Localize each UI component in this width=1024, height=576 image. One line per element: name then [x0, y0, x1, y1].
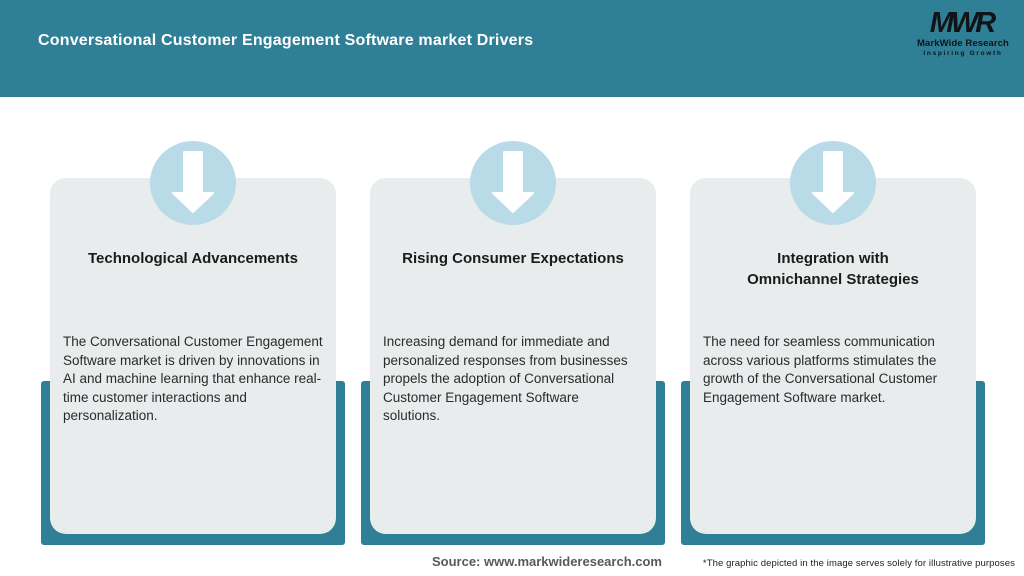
driver-card-title-line: Omnichannel Strategies [747, 271, 919, 288]
driver-card: Integration with Omnichannel Strategies … [690, 178, 976, 534]
driver-card-title: Integration with Omnichannel Strategies [690, 248, 976, 290]
page-title: Conversational Customer Engagement Softw… [38, 32, 534, 49]
logo-acronym-icon: MWR [929, 7, 996, 39]
logo-tagline: Inspiring Growth [923, 50, 1003, 57]
driver-card-title: Rising Consumer Expectations [370, 248, 656, 269]
driver-column-2: Rising Consumer Expectations Increasing … [353, 0, 673, 576]
down-arrow-badge [470, 141, 556, 225]
driver-card-title-line: Technological Advancements [87, 250, 299, 267]
driver-card-description: The Conversational Customer Engagement S… [63, 334, 323, 423]
driver-card-title: Technological Advancements [50, 248, 336, 269]
driver-column-3: Integration with Omnichannel Strategies … [673, 0, 993, 576]
driver-column-1: Technological Advancements The Conversat… [33, 0, 353, 576]
down-arrow-icon [492, 151, 534, 213]
driver-card-description: Increasing demand for immediate and pers… [383, 334, 628, 423]
driver-card-description: The need for seamless communication acro… [703, 334, 938, 405]
down-arrow-badge [150, 141, 236, 225]
driver-card-title-line: Integration with [777, 250, 889, 267]
driver-card-title-line: Rising Consumer Expectations [402, 250, 624, 267]
disclaimer-note: *The graphic depicted in the image serve… [702, 558, 1015, 569]
driver-card: Technological Advancements The Conversat… [50, 178, 336, 534]
header-bar: Conversational Customer Engagement Softw… [0, 0, 1024, 97]
source-attribution: Source: www.markwideresearch.com [431, 554, 662, 569]
down-arrow-icon [812, 151, 854, 213]
down-arrow-badge [790, 141, 876, 225]
down-arrow-icon [172, 151, 214, 213]
driver-card: Rising Consumer Expectations Increasing … [370, 178, 656, 534]
markwide-research-logo: MWR MarkWide Research Inspiring Growth [913, 8, 1013, 58]
logo-name: MarkWide Research [917, 38, 1009, 49]
